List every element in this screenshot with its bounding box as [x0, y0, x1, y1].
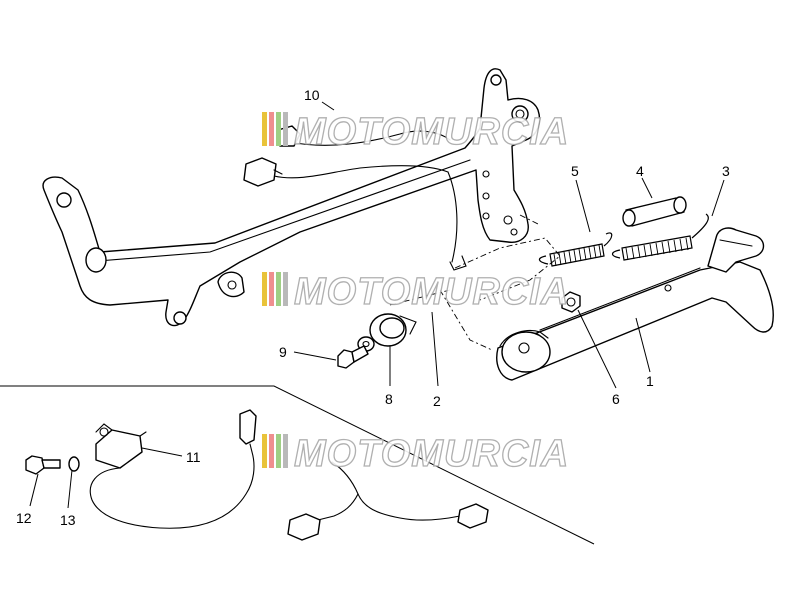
watermark-text: MOTOMURCIA [294, 111, 569, 153]
watermark-bottom: MOTOMURCIA [262, 432, 569, 476]
watermark-text: MOTOMURCIA [294, 271, 569, 313]
sidestand-switch-11 [89, 409, 257, 529]
sleeve-4 [622, 196, 687, 227]
callout-8: 8 [385, 391, 393, 407]
frame-bracket [42, 68, 541, 327]
leader-lines [29, 101, 725, 509]
callout-labels: 1 2 3 4 5 6 8 9 10 11 12 13 [16, 87, 730, 528]
assembly-guides [389, 214, 561, 351]
callout-1: 1 [646, 373, 654, 389]
callout-11: 11 [186, 449, 201, 465]
callout-12: 12 [16, 510, 32, 526]
bushing-8 [369, 313, 417, 347]
washer-13 [68, 456, 80, 472]
watermark-middle: MOTOMURCIA [262, 270, 569, 314]
watermark-top: MOTOMURCIA [262, 110, 569, 154]
callout-5: 5 [571, 163, 579, 179]
wire-assembly [287, 461, 489, 541]
nut-6 [561, 291, 581, 313]
callout-9: 9 [279, 344, 287, 360]
bolt-9 [337, 345, 369, 369]
side-stand-1 [496, 227, 774, 381]
callout-2: 2 [433, 393, 441, 409]
callout-10: 10 [304, 87, 320, 103]
screw-12 [25, 455, 61, 475]
callout-13: 13 [60, 512, 76, 528]
callout-6: 6 [612, 391, 620, 407]
spring-5 [538, 232, 613, 267]
callout-4: 4 [636, 163, 644, 179]
spring-3 [611, 213, 709, 261]
watermark-text: MOTOMURCIA [294, 433, 569, 475]
callout-3: 3 [722, 163, 730, 179]
section-divider [0, 385, 595, 545]
